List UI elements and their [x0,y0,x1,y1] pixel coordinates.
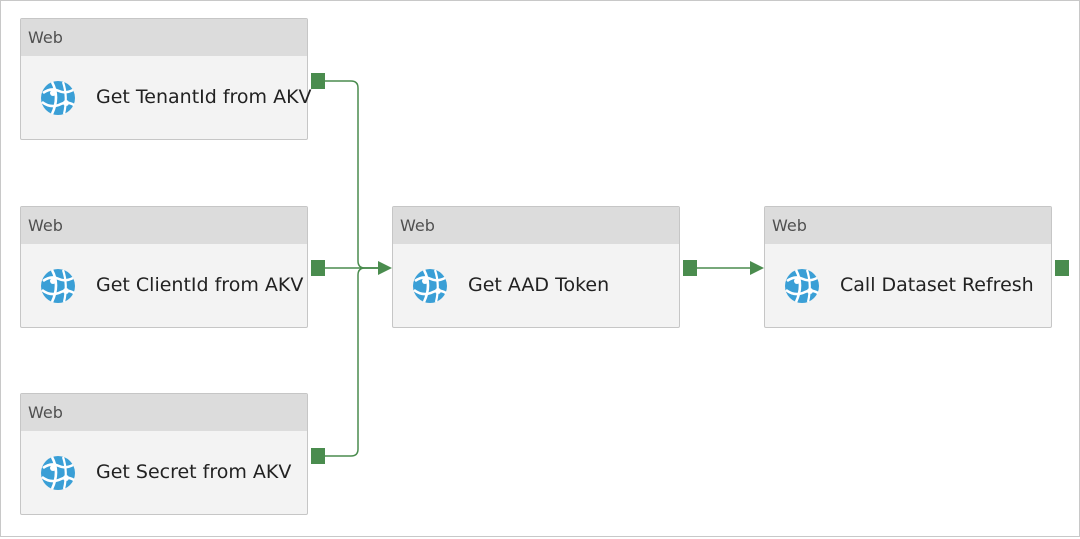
activity-get-tenantid[interactable]: Web Get TenantId from AKV [20,18,312,140]
activity-get-secret[interactable]: Web Get Secret from AKV [20,393,308,515]
connector-tenantid-to-aad[interactable] [324,80,379,269]
arrowhead-dataset-refresh [750,261,764,275]
web-globe-icon [41,81,75,115]
activity-get-aad-token[interactable]: Web Get AAD Token [392,206,680,328]
output-handle-tenantid[interactable] [311,73,325,89]
activity-name: Get Secret from AKV [96,461,292,483]
activity-type-label: Web [21,19,307,56]
activity-name: Get TenantId from AKV [96,86,312,108]
output-handle-aad-token[interactable] [683,260,697,276]
output-handle-secret[interactable] [311,448,325,464]
activity-type-label: Web [21,207,307,244]
activity-name: Get ClientId from AKV [96,274,304,296]
connector-secret-to-aad[interactable] [324,267,379,457]
activity-name: Call Dataset Refresh [840,274,1034,296]
web-globe-icon [413,269,447,303]
activity-call-dataset-refresh[interactable]: Web Call Dataset Refresh [764,206,1052,328]
activity-type-label: Web [765,207,1051,244]
web-globe-icon [785,269,819,303]
activity-type-label: Web [393,207,679,244]
activity-type-label: Web [21,394,307,431]
activity-get-clientid[interactable]: Web Get ClientId from AKV [20,206,308,328]
activity-name: Get AAD Token [468,274,610,296]
output-handle-dataset-refresh[interactable] [1055,260,1069,276]
web-globe-icon [41,456,75,490]
arrowhead-aad-token [378,261,392,275]
output-handle-clientid[interactable] [311,260,325,276]
web-globe-icon [41,269,75,303]
